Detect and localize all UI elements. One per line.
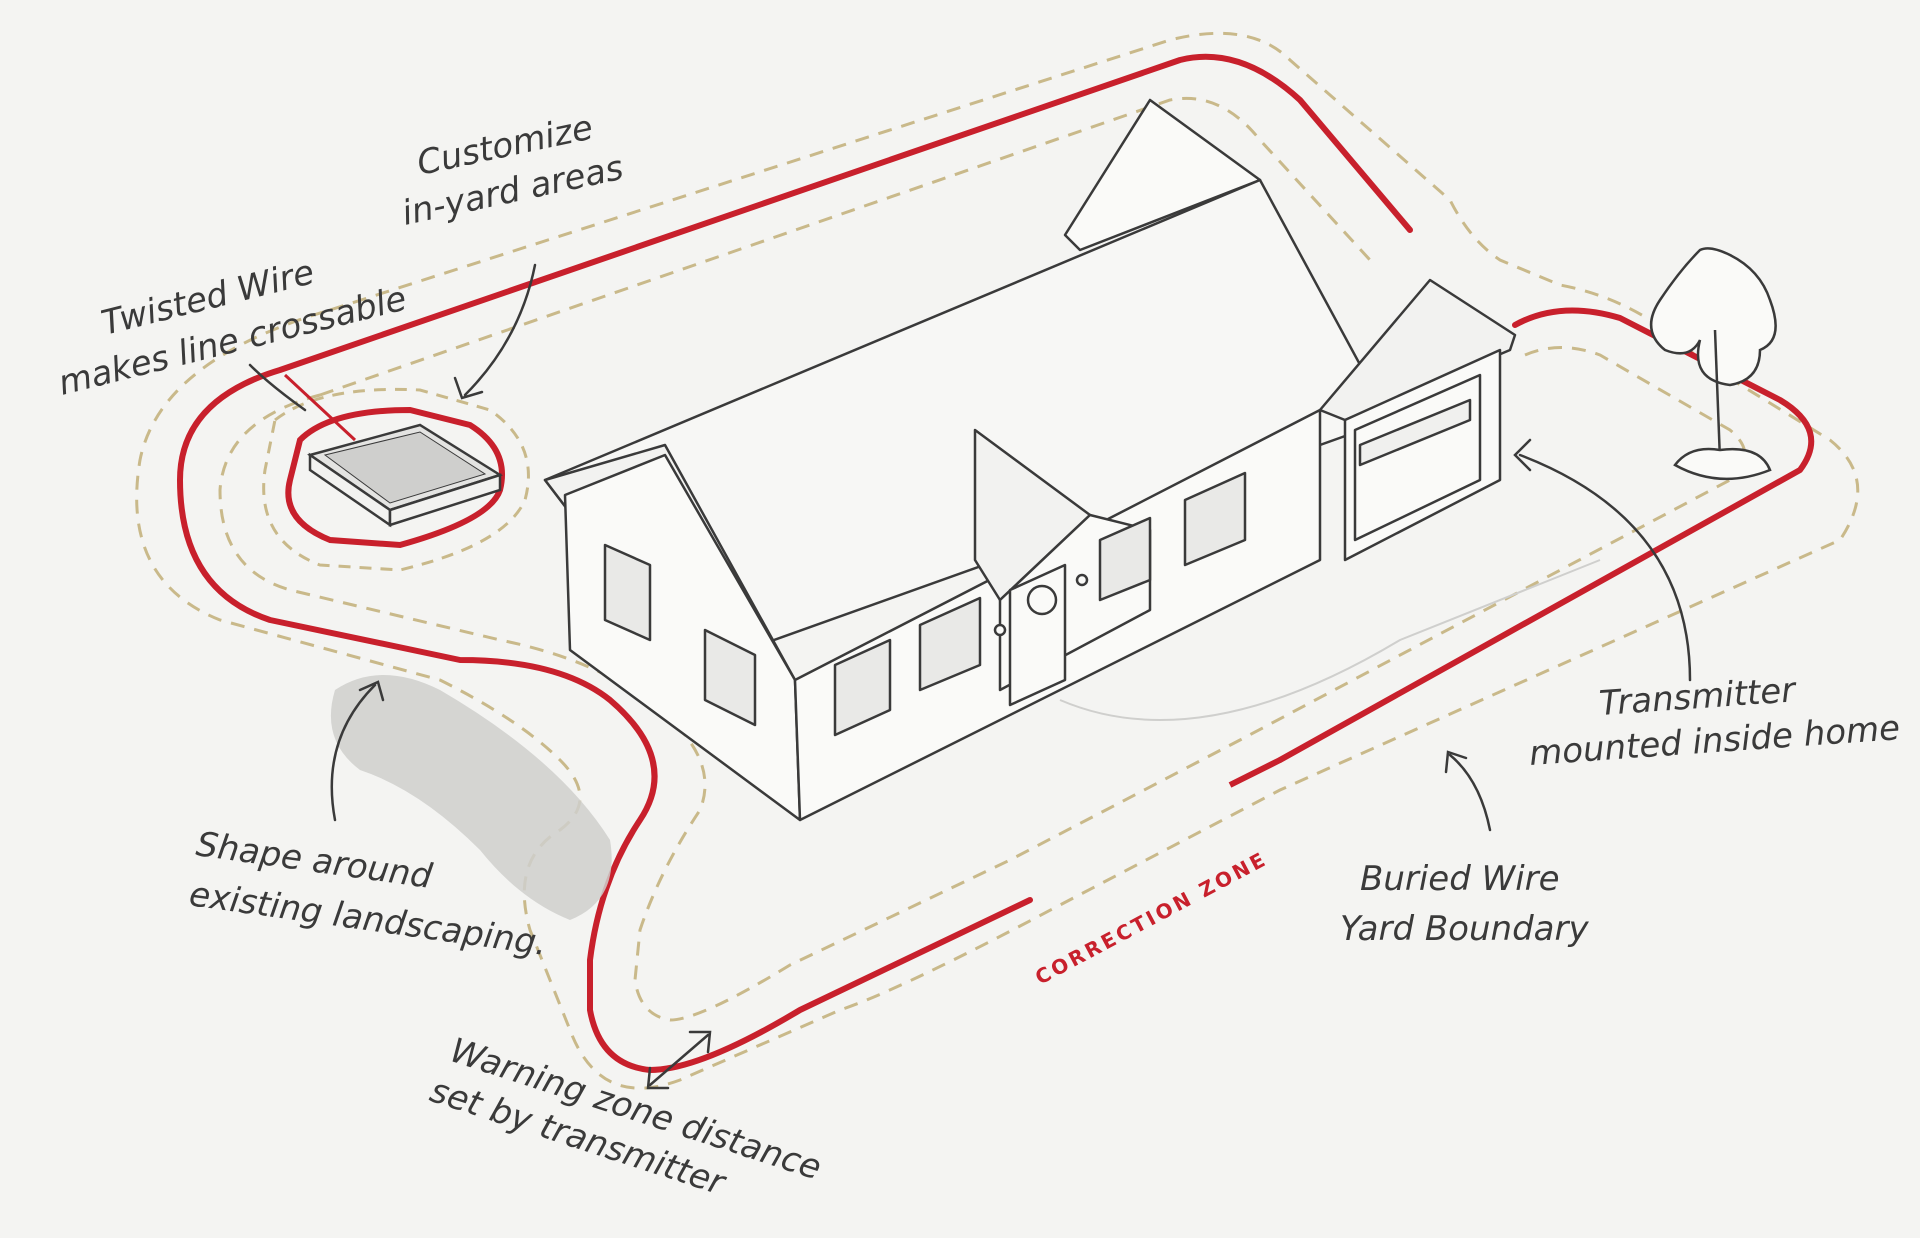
twisted-arrow xyxy=(248,363,307,412)
transmitter-label-line1: Transmitter xyxy=(1598,670,1799,724)
twisted-wire xyxy=(283,373,357,442)
transmitter-label-line2: mounted inside home xyxy=(1528,708,1901,774)
warning-arrow xyxy=(648,1033,710,1087)
house-sketch xyxy=(543,98,1601,822)
shape-arrowhead xyxy=(358,680,385,702)
buried-label-line2: Yard Boundary xyxy=(1340,909,1589,949)
customize-arrow xyxy=(463,263,537,397)
warning-arrowhead-a xyxy=(646,1066,670,1090)
shape-arrow xyxy=(330,683,377,822)
customize-arrowhead xyxy=(453,376,484,400)
transmitter-arrowhead xyxy=(1513,438,1532,472)
buried-label-line1: Buried Wire xyxy=(1360,859,1560,899)
boundary-wire-right-segment xyxy=(1228,757,1282,788)
buried-arrowhead xyxy=(1444,750,1468,774)
correction-zone-label: CORRECTION ZONE xyxy=(1031,846,1271,989)
transmitter-arrow xyxy=(1518,453,1692,682)
tree-icon xyxy=(1650,247,1777,481)
garden-bed-warning-loop xyxy=(262,387,530,572)
buried-arrow xyxy=(1448,753,1492,832)
garden-bed-icon xyxy=(307,423,503,528)
annotation-arrows xyxy=(248,263,1692,1090)
landscaping-bed xyxy=(330,675,612,920)
outer-warning-line xyxy=(135,31,1860,1090)
warning-arrowhead-b xyxy=(688,1030,712,1054)
